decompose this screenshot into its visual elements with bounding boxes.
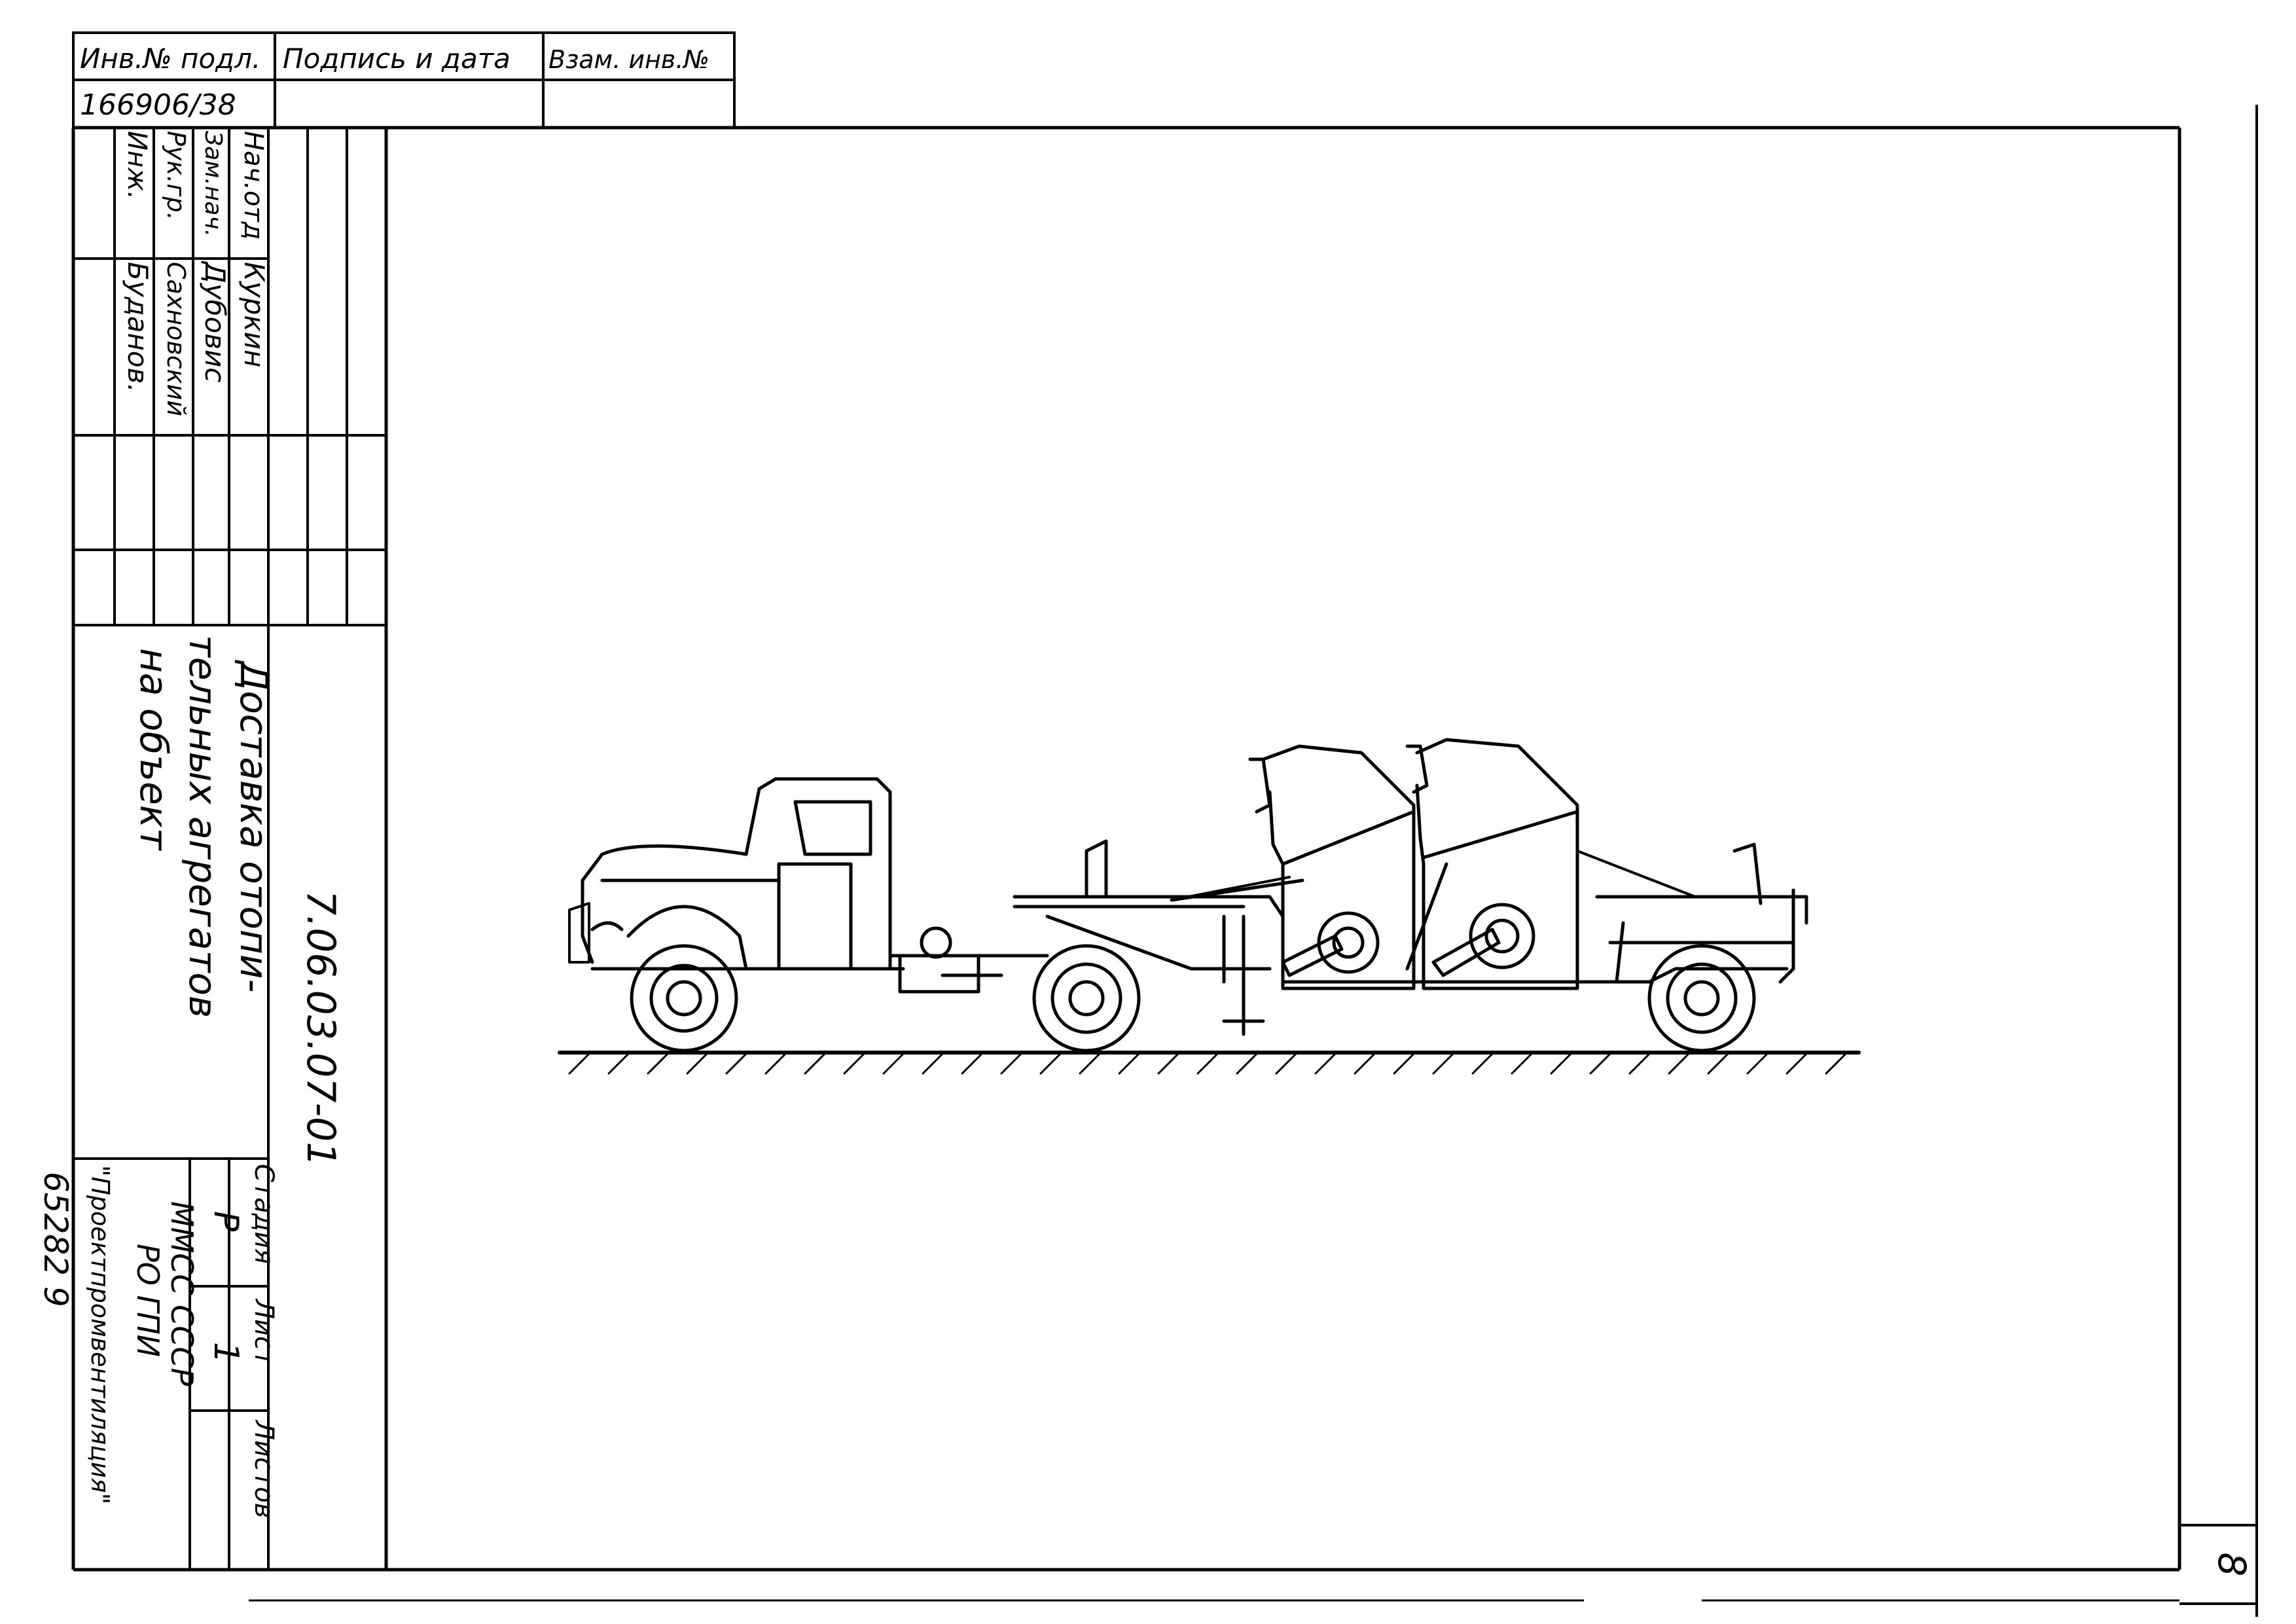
signature-name: Дубовис <box>199 261 231 382</box>
signature-role: Нач.отд <box>238 131 268 240</box>
inv-podl-label: Инв.№ подл. <box>80 43 260 75</box>
org-line-2: РО ГПИ <box>130 1244 166 1357</box>
title-line-2: тельных агрегатов <box>181 635 225 1018</box>
org-line-3: "Проектпромвентиляция" <box>86 1165 115 1504</box>
tractor-frame <box>888 926 1049 994</box>
signature-role: Рук.гр. <box>162 131 190 221</box>
tractor-front-wheel <box>630 944 738 1053</box>
signature-name: Сахновский <box>162 262 190 416</box>
heating-unit-1 <box>1248 744 1416 990</box>
sheet-label: Лист <box>249 1298 279 1367</box>
drawing-title: Доставка отопи- тельных агрегатов на объ… <box>132 635 276 1018</box>
document-code: 7.06.03.07-01 <box>298 890 344 1166</box>
tractor-hood <box>568 844 905 971</box>
ground-line <box>558 1051 1861 1075</box>
signature-role: Инж. <box>122 131 152 200</box>
sheet-info: Стадия Лист Листов Р 1 <box>206 1164 279 1518</box>
frame <box>71 126 2181 1572</box>
inv-podl-value: 166906/38 <box>80 88 236 122</box>
title-line-3: на объект <box>132 648 176 852</box>
org-line-1: ММСС СССР <box>164 1201 200 1386</box>
stage-label: Стадия <box>249 1164 279 1264</box>
sheet-value: 1 <box>206 1342 245 1363</box>
right-edge <box>2179 105 2258 1617</box>
tractor-cab <box>744 777 892 971</box>
trailer-rear-wheel <box>1647 944 1756 1053</box>
sheets-label: Листов <box>249 1419 279 1518</box>
signature-name: Куркин <box>238 262 270 367</box>
heating-unit-2 <box>1405 738 1579 990</box>
page-number: 8 <box>2210 1553 2254 1577</box>
vzam-inv-label: Взам. инв.№ <box>548 45 709 74</box>
signature-role: Зам.нач. <box>200 131 226 237</box>
tractor-rear-wheel <box>1032 944 1141 1053</box>
signature-name: Буданов. <box>122 262 154 393</box>
stage-value: Р <box>206 1211 245 1232</box>
signatures: Нач.отд Зам.нач. Рук.гр. Инж. Куркин Дуб… <box>122 131 270 416</box>
truck-drawing <box>558 738 1861 1075</box>
guy-ropes <box>1170 850 1696 901</box>
title-line-1: Доставка отопи- <box>232 659 276 993</box>
organization: ММСС СССР РО ГПИ "Проектпромвентиляция" <box>86 1165 200 1504</box>
archive-number: 65282 9 <box>37 1172 75 1307</box>
left-block-grid <box>73 128 386 1571</box>
podpis-data-label: Подпись и дата <box>283 43 511 75</box>
